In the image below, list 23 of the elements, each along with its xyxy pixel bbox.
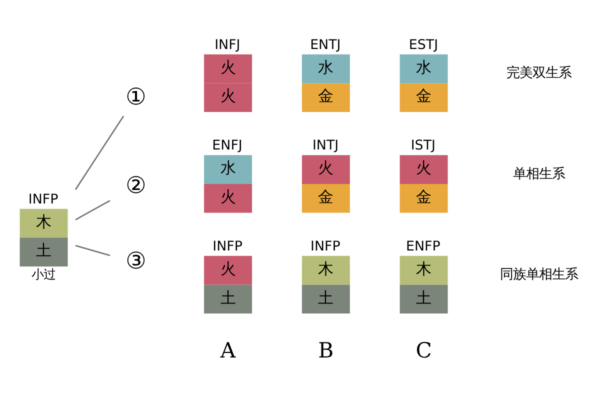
label: C [416,336,432,362]
node-label: ISTJ [410,138,436,154]
label: A [220,336,236,362]
node-text: ② [126,172,146,198]
node-label: INFP [310,238,340,254]
node-label: ENFJ [212,138,242,154]
connector [75,200,110,220]
node-label: 小过 [31,266,56,281]
node-label: ENTJ [310,37,341,52]
label: 同族单相生系 [500,267,578,282]
node-label: INFP [28,192,58,207]
label: B [318,336,334,362]
node-label: ESTJ [408,37,438,52]
label: 完美双生系 [506,66,572,81]
node-label: INFJ [214,37,240,52]
label: 单相生系 [512,166,565,182]
node-text: ① [126,84,146,110]
node-label: INFP [212,238,242,254]
node-label: ENFP [406,238,440,254]
node-text: ③ [126,248,146,274]
connector [75,244,110,256]
node-label: INTJ [312,138,339,154]
connector [74,115,124,190]
